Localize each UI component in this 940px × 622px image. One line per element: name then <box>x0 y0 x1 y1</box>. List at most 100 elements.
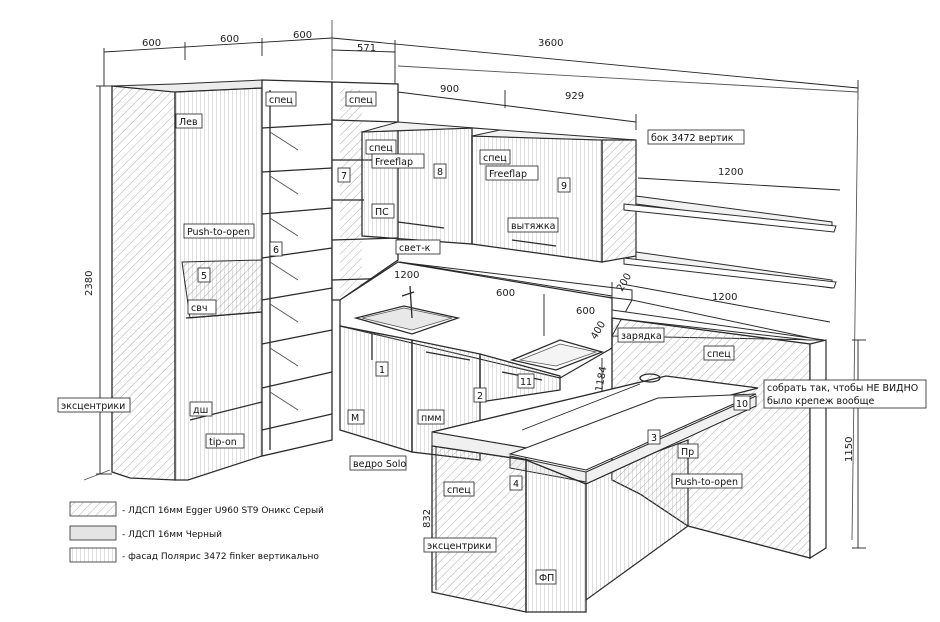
label-freeflap: Freeflap <box>371 153 425 169</box>
svg-text:спец: спец <box>269 95 293 106</box>
svg-text:2: 2 <box>477 391 483 402</box>
svg-text:Пр: Пр <box>681 447 694 458</box>
svg-text:дш: дш <box>193 405 208 416</box>
dim-upper-929: 929 <box>565 91 584 102</box>
dim-height-832: 832 <box>422 509 433 528</box>
marker: 10 <box>733 395 751 411</box>
label-vytyazhka: вытяжка <box>507 217 559 233</box>
svg-text:спец: спец <box>707 349 731 360</box>
label-spec: спец <box>703 345 735 361</box>
label-svet-k: свет-к <box>395 239 441 255</box>
svg-text:10: 10 <box>736 399 748 410</box>
label-ekscentriki: эксцентрики <box>57 397 131 413</box>
marker: 7 <box>337 167 351 183</box>
label-zaryadka: зарядка <box>617 327 665 343</box>
dim-upper-900: 900 <box>440 84 459 95</box>
legend: - ЛДСП 16мм Egger U960 ST9 Оникс Серый -… <box>69 501 324 563</box>
dim-top-600-a: 600 <box>142 38 161 49</box>
svg-text:8: 8 <box>437 167 443 178</box>
svg-text:- ЛДСП 16мм Egger U960 ST9 Они: - ЛДСП 16мм Egger U960 ST9 Оникс Серый <box>122 506 324 516</box>
svg-text:собрать так, чтобы НЕ ВИДНО: собрать так, чтобы НЕ ВИДНО <box>767 383 918 394</box>
svg-text:Push-to-open: Push-to-open <box>675 477 738 488</box>
label-push-to-open: Push-to-open <box>671 473 743 489</box>
marker: 5 <box>197 267 211 283</box>
top-dimensions: 600 600 600 571 3600 900 929 1200 <box>103 30 859 191</box>
dim-height-2380: 2380 <box>84 271 95 296</box>
svg-text:- ЛДСП 16мм Черный: - ЛДСП 16мм Черный <box>122 530 222 540</box>
svg-text:3: 3 <box>651 433 657 444</box>
label-lev: Лев <box>175 113 203 129</box>
label-freeflap: Freeflap <box>485 165 539 181</box>
svg-text:tip-on: tip-on <box>209 437 237 448</box>
label-pmm: пмм <box>417 409 445 425</box>
svg-text:4: 4 <box>513 479 519 490</box>
dim-top-3600: 3600 <box>538 38 563 49</box>
svg-text:Freeflap: Freeflap <box>375 157 413 168</box>
label-spec: спец <box>479 149 511 165</box>
svg-text:6: 6 <box>273 245 279 256</box>
svg-text:ФП: ФП <box>539 573 554 584</box>
svg-text:свет-к: свет-к <box>399 243 431 254</box>
dim-island-1184: 1184 <box>594 366 609 393</box>
marker: 6 <box>269 241 283 257</box>
svg-text:эксцентрики: эксцентрики <box>427 541 491 552</box>
number-markers: 1 2 3 4 5 6 7 8 9 10 11 <box>197 163 751 491</box>
dim-top-571: 571 <box>357 43 376 54</box>
svg-text:ПС: ПС <box>375 207 389 218</box>
svg-text:5: 5 <box>201 271 207 282</box>
svg-text:спец: спец <box>483 153 507 164</box>
svg-text:спец: спец <box>369 143 393 154</box>
dim-top-600-c: 600 <box>293 30 312 41</box>
dim-counter-600-b: 600 <box>576 306 595 317</box>
label-spec: спец <box>345 91 377 107</box>
dim-top-600-b: 600 <box>220 34 239 45</box>
label-svch: свч <box>187 299 217 315</box>
svg-text:свч: свч <box>191 303 207 314</box>
svg-text:зарядка: зарядка <box>621 331 662 342</box>
marker: 8 <box>433 163 447 179</box>
svg-text:спец: спец <box>349 95 373 106</box>
wall-shelves <box>623 195 837 289</box>
svg-text:9: 9 <box>561 181 567 192</box>
label-fp: ФП <box>535 569 557 585</box>
walls <box>83 20 859 541</box>
label-m: М <box>347 409 365 425</box>
label-vedro: ведро Solo <box>349 455 407 471</box>
marker: 4 <box>509 475 523 491</box>
svg-text:Push-to-open: Push-to-open <box>187 227 250 238</box>
svg-text:бок 3472 вертик: бок 3472 вертик <box>651 133 734 144</box>
legend-item-facade: - фасад Полярис 3472 finker вертикально <box>69 547 319 563</box>
svg-text:было крепеж вообще: было крепеж вообще <box>767 396 875 407</box>
marker: 1 <box>375 361 389 377</box>
svg-text:1: 1 <box>379 365 385 376</box>
dim-height-1150: 1150 <box>844 437 855 462</box>
callout-labels: спец спец спец спец спец спец Лев Freefl… <box>57 91 927 585</box>
label-bok: бок 3472 вертик <box>647 129 745 145</box>
label-push-to-open: Push-to-open <box>183 223 255 239</box>
dim-shelf-1200: 1200 <box>718 167 743 178</box>
label-ekscentriki: эксцентрики <box>423 537 497 553</box>
marker: 2 <box>473 387 487 403</box>
label-spec: спец <box>443 481 475 497</box>
marker: 3 <box>647 429 661 445</box>
tall-cabinet-left <box>111 79 263 481</box>
svg-text:7: 7 <box>341 171 347 182</box>
svg-text:спец: спец <box>447 485 471 496</box>
marker: 9 <box>557 177 571 193</box>
dim-counter-600-a: 600 <box>496 288 515 299</box>
svg-text:эксцентрики: эксцентрики <box>61 401 125 412</box>
label-pr: Пр <box>677 443 699 459</box>
label-spec: спец <box>265 91 297 107</box>
svg-text:Лев: Лев <box>179 117 198 128</box>
svg-text:11: 11 <box>520 377 532 388</box>
svg-text:ведро Solo: ведро Solo <box>353 459 406 470</box>
label-tip-on: tip-on <box>205 433 245 449</box>
label-dsh: дш <box>189 401 213 417</box>
svg-text:вытяжка: вытяжка <box>511 221 555 232</box>
label-ps: ПС <box>371 203 395 219</box>
svg-text:пмм: пмм <box>421 413 442 424</box>
dim-right-1200: 1200 <box>712 292 737 303</box>
svg-text:Freeflap: Freeflap <box>489 169 527 180</box>
label-spec: спец <box>365 139 397 155</box>
